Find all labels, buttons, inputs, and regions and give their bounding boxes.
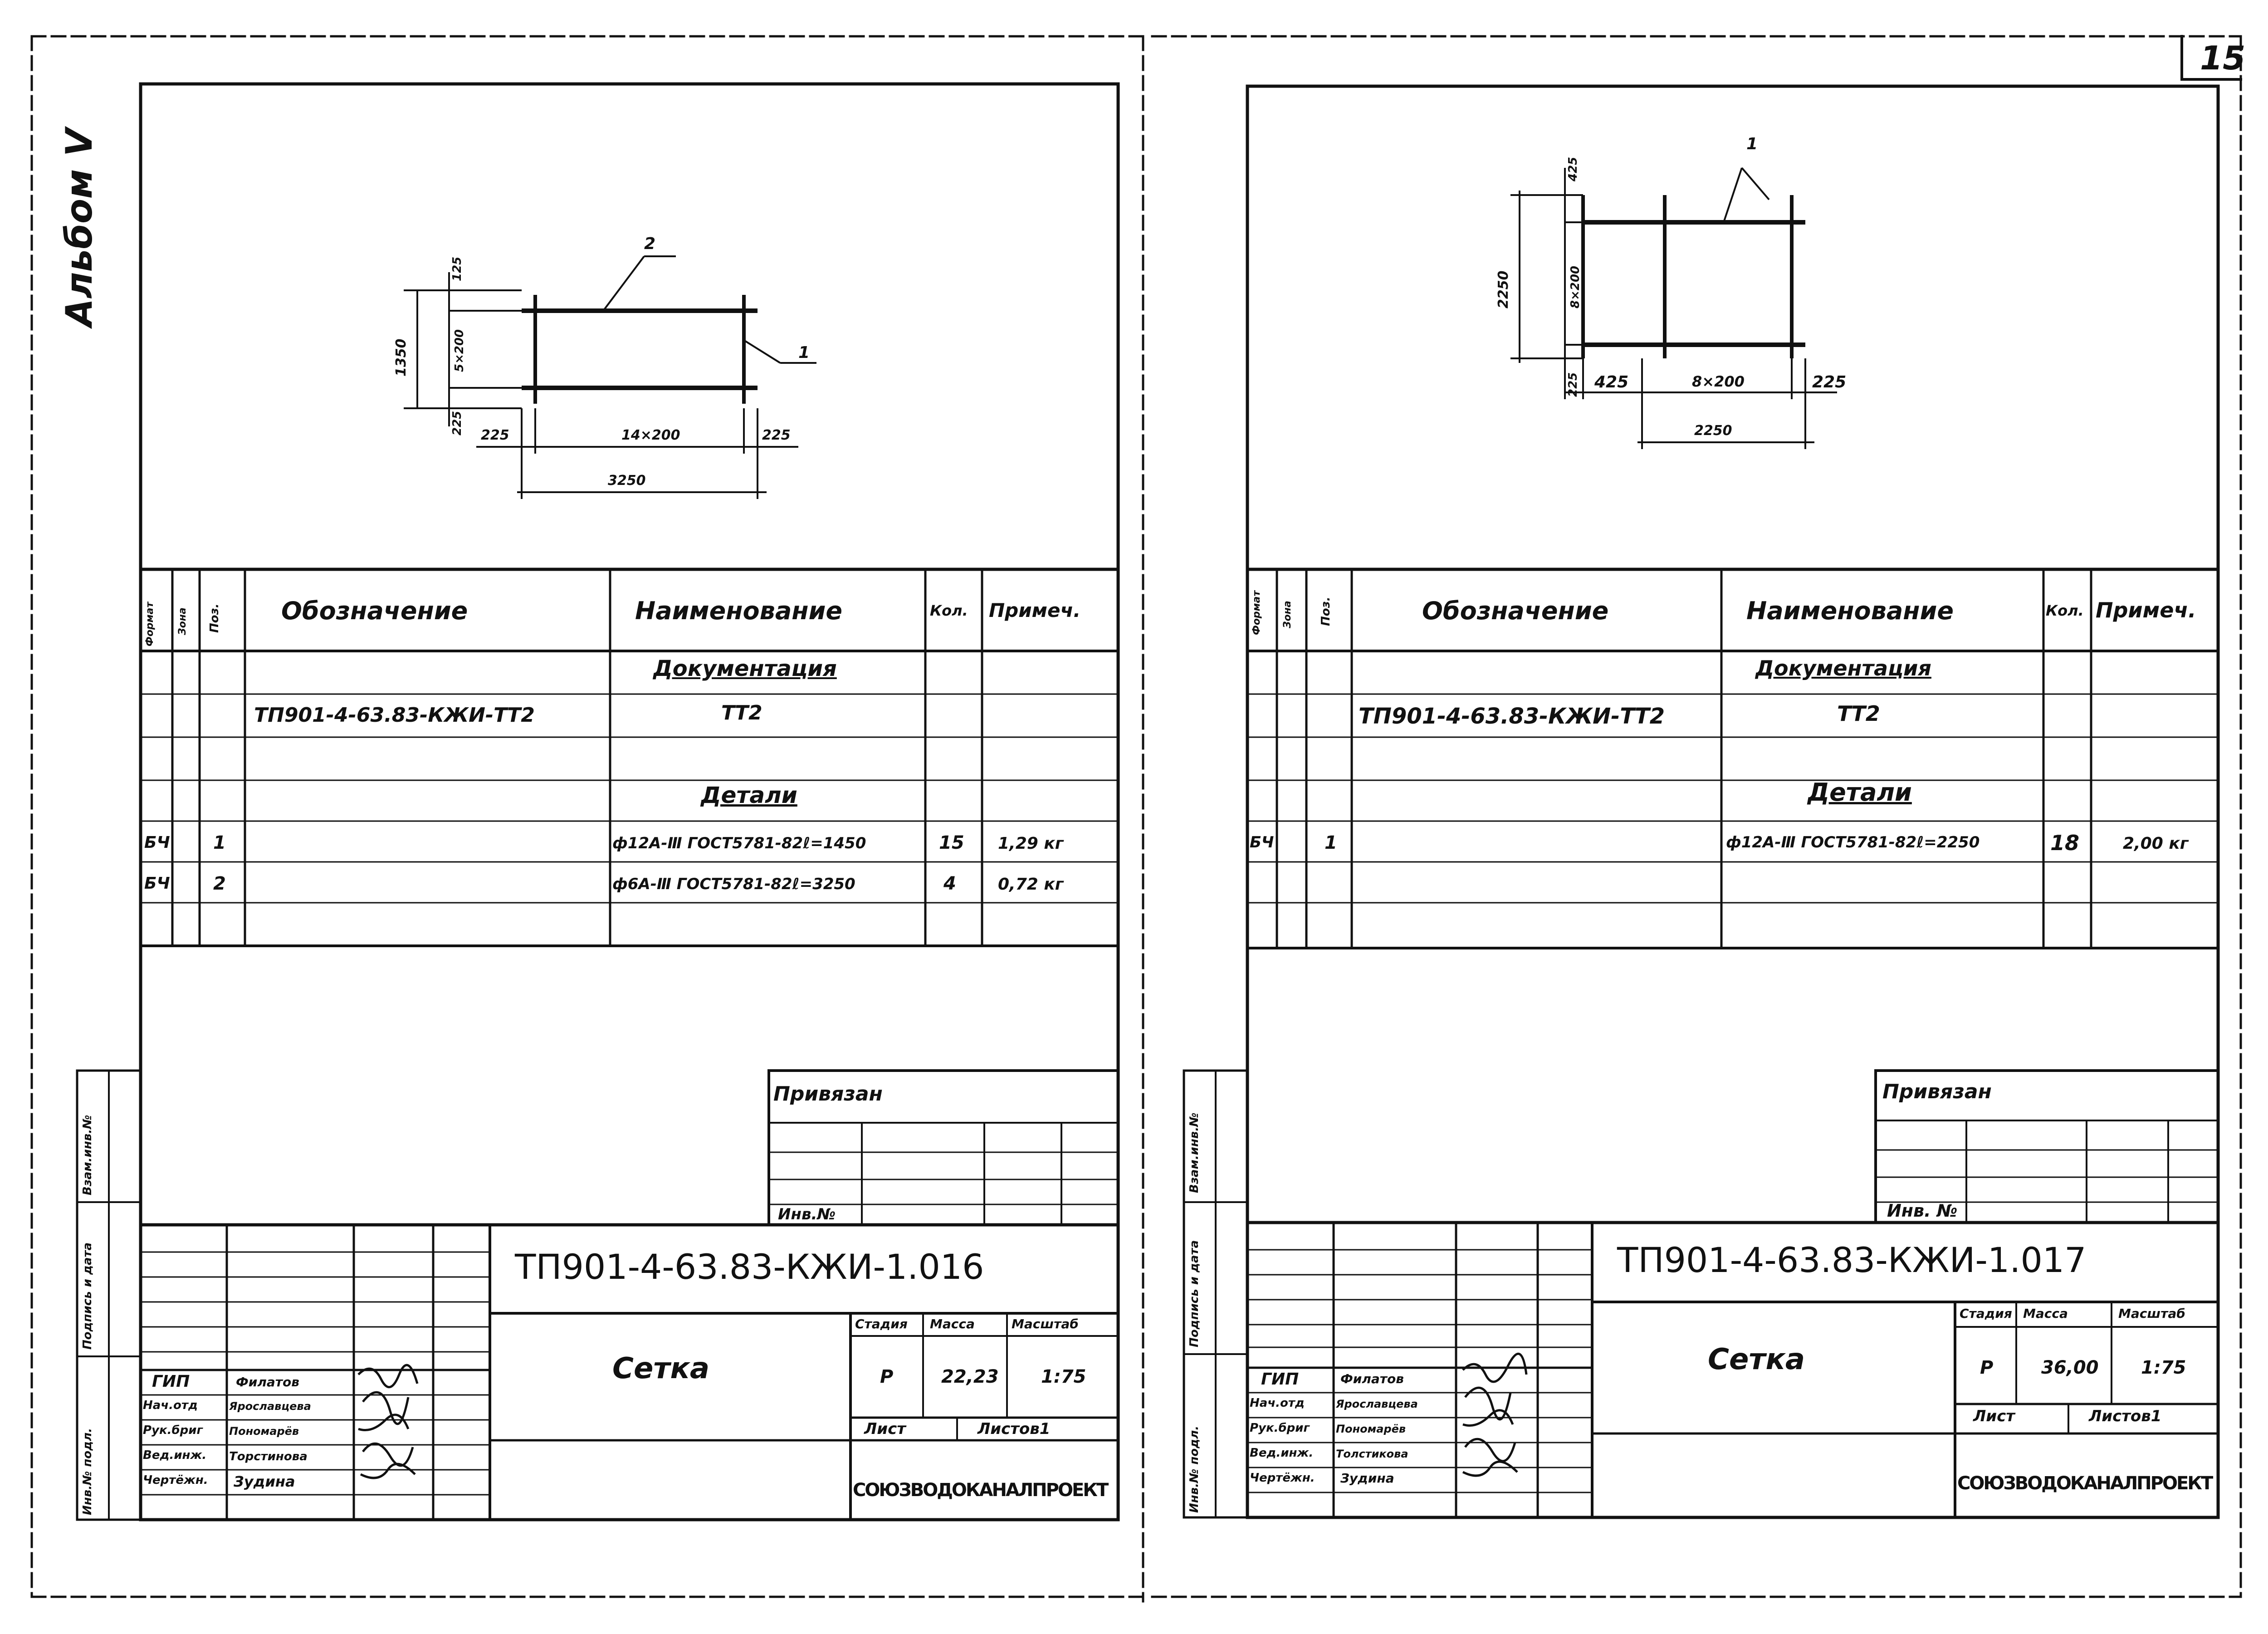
dim-right-offset: 225 [762,427,791,443]
spec-row-note: 1,29 кг [998,834,1064,853]
name-gip: Филатов [1340,1371,1404,1386]
name-lead-engineer: Толстикова [1336,1448,1408,1460]
document-code: ТП901-4-63.83-КЖИ-1.016 [515,1247,984,1287]
binding-title: Привязан [1882,1080,1992,1103]
spec-row-qty: 15 [939,832,964,853]
document-name: Сетка [1708,1343,1805,1376]
role-dept-head: Нач.отд [143,1399,198,1412]
organization: СОЮЗВОДОКАНАЛПРОЕКТ [1957,1473,2213,1494]
page-number: 15 [2200,39,2246,77]
spec-row-note: 0,72 кг [998,875,1064,894]
callout-1: 1 [1746,135,1758,153]
sheets-label: Листов1 [978,1420,1051,1438]
role-gip: ГИП [152,1372,190,1391]
dim-left-offset: 425 [1594,373,1629,391]
dim-right-offset: 225 [1812,373,1847,391]
header-designation: Обозначение [281,597,468,625]
spec-row-qty: 18 [2050,831,2080,855]
role-lead-engineer: Вед.инж. [143,1448,207,1462]
spec-section-documentation: Документация [1755,656,1931,680]
role-gip: ГИП [1261,1370,1299,1389]
spec-section-details: Детали [1808,778,1912,807]
name-team-lead: Пономарёв [1336,1423,1406,1435]
spec-row-note: 2,00 кг [2123,834,2189,853]
scale-value: 1:75 [2141,1357,2186,1378]
role-team-lead: Рук.бриг [143,1424,203,1437]
role-drafter: Чертёжн. [1250,1471,1315,1485]
dim-horizontal-pitch: 14×200 [621,427,680,443]
spec-row-name: ф6А-Ⅲ ГОСТ5781-82ℓ=3250 [612,875,855,893]
dim-width-total: 3250 [608,473,646,489]
sheet-label: Лист [864,1420,906,1438]
header-qty: Кол. [2046,602,2084,619]
spec-row-pos: 2 [213,873,226,894]
binding-inv: Инв.№ [778,1205,836,1223]
role-drafter: Чертёжн. [143,1473,208,1487]
stage-header: Стадия [1960,1306,2012,1321]
mass-value: 36,00 [2041,1357,2099,1378]
name-dept-head: Ярославцева [1336,1398,1418,1410]
organization: СОЮЗВОДОКАНАЛПРОЕКТ [853,1480,1109,1501]
sheets-label: Листов1 [2089,1407,2162,1425]
name-lead-engineer: Торстинова [229,1450,308,1463]
header-name: Наименование [1746,597,1954,625]
document-name: Сетка [612,1352,710,1385]
callout-2: 2 [644,235,656,253]
role-team-lead: Рук.бриг [1250,1421,1310,1435]
mesh-drawing-right [1510,167,1837,449]
header-note: Примеч. [989,599,1081,621]
callout-1: 1 [798,343,810,362]
role-dept-head: Нач.отд [1250,1396,1305,1410]
binding-inv: Инв. № [1887,1201,1958,1221]
mass-header: Масса [930,1316,975,1331]
stage-value: Р [880,1366,894,1387]
scale-header: Масштаб [1012,1316,1079,1331]
dim-width-total: 2250 [1694,423,1732,439]
dim-horizontal-pitch: 8×200 [1692,373,1745,390]
header-note: Примеч. [2096,598,2196,622]
mass-value: 22,23 [941,1366,999,1387]
role-lead-engineer: Вед.инж. [1250,1446,1314,1460]
stage-header: Стадия [855,1316,908,1331]
spec-row-pos: 1 [1325,832,1337,853]
scale-header: Масштаб [2118,1306,2185,1321]
name-team-lead: Пономарёв [229,1425,299,1438]
spec-row-format: БЧ [144,874,170,893]
scale-value: 1:75 [1041,1366,1086,1387]
spec-row-format: БЧ [1250,833,1274,851]
header-designation: Обозначение [1422,597,1609,625]
spec-row-qty: 4 [943,873,956,894]
document-code: ТП901-4-63.83-КЖИ-1.017 [1617,1240,2087,1280]
spec-row-name: ф12А-Ⅲ ГОСТ5781-82ℓ=2250 [1726,833,1980,851]
sheet-label: Лист [1973,1407,2015,1425]
name-drafter: Зудина [234,1473,295,1490]
spec-name: ТТ2 [1837,701,1880,726]
spec-designation: ТП901-4-63.83-КЖИ-ТТ2 [254,704,535,727]
spec-section-documentation: Документация [653,656,837,681]
spec-row-format: БЧ [144,833,170,852]
name-dept-head: Ярославцева [229,1400,311,1413]
spec-row-pos: 1 [213,832,226,853]
binding-title: Привязан [773,1082,883,1106]
header-name: Наименование [635,597,843,625]
mass-header: Масса [2023,1306,2068,1321]
header-qty: Кол. [930,602,968,619]
spec-section-details: Детали [701,782,797,808]
spec-name: ТТ2 [721,701,763,724]
stage-value: Р [1980,1357,1994,1378]
name-drafter: Зудина [1340,1471,1394,1486]
name-gip: Филатов [236,1375,299,1389]
spec-designation: ТП901-4-63.83-КЖИ-ТТ2 [1359,704,1665,729]
spec-row-name: ф12А-Ⅲ ГОСТ5781-82ℓ=1450 [612,834,866,852]
mesh-drawing-left [404,255,816,499]
dim-left-offset: 225 [481,427,509,443]
